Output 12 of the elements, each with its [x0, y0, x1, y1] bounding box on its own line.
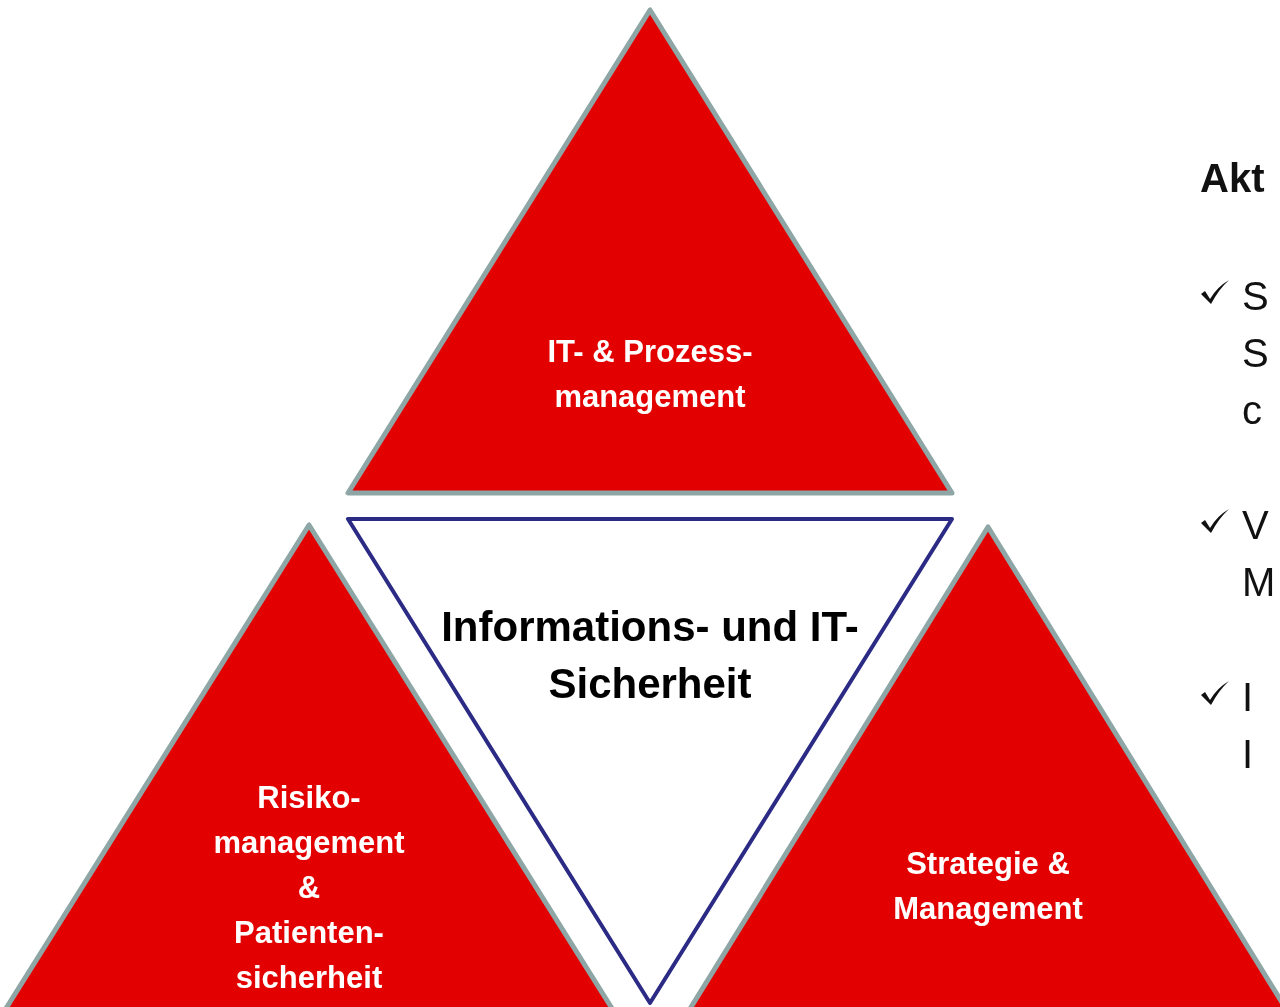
bullet-text: S [1242, 333, 1269, 373]
bullet-text: I [1242, 677, 1254, 717]
bullet-text: M [1242, 562, 1276, 602]
triangle-label: Strategie & Management [892, 845, 1084, 928]
heading-text: Akt [1200, 158, 1265, 198]
bullet-text: c [1242, 390, 1262, 430]
bullet-text: V [1242, 505, 1269, 545]
bullet-text: I [1242, 734, 1254, 774]
triangle-label: IT- & Prozess- management [546, 333, 754, 416]
triangle-label: Informations- und IT-Sicherheit [440, 602, 860, 709]
bullet-text: S [1242, 276, 1269, 316]
triangle-label: Risiko- management & Patienten- sicherheit [212, 779, 406, 997]
